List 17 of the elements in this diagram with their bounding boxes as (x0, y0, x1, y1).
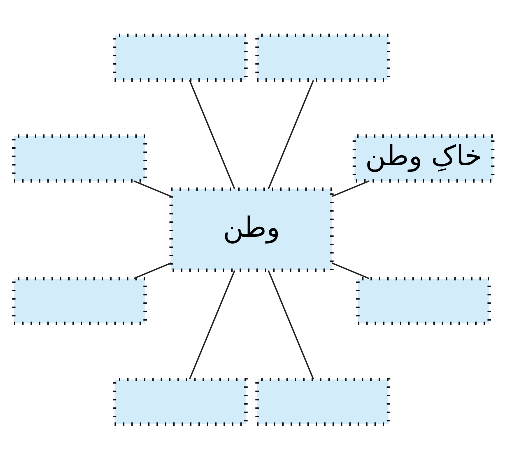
node-box: وطن (170, 188, 334, 272)
connector (134, 262, 172, 280)
node-box (12, 277, 148, 326)
connector (332, 180, 370, 198)
node-box (356, 277, 492, 326)
node-box (113, 34, 248, 82)
node-box (12, 134, 148, 183)
connector (332, 262, 370, 280)
connector (189, 270, 236, 380)
connector (268, 80, 314, 190)
node-box (256, 34, 390, 82)
connector (268, 270, 314, 380)
node-box (256, 378, 390, 426)
node-box (113, 378, 248, 426)
connector (134, 180, 172, 198)
node-box: خاکِ وطن (352, 134, 495, 183)
connector (189, 80, 236, 190)
